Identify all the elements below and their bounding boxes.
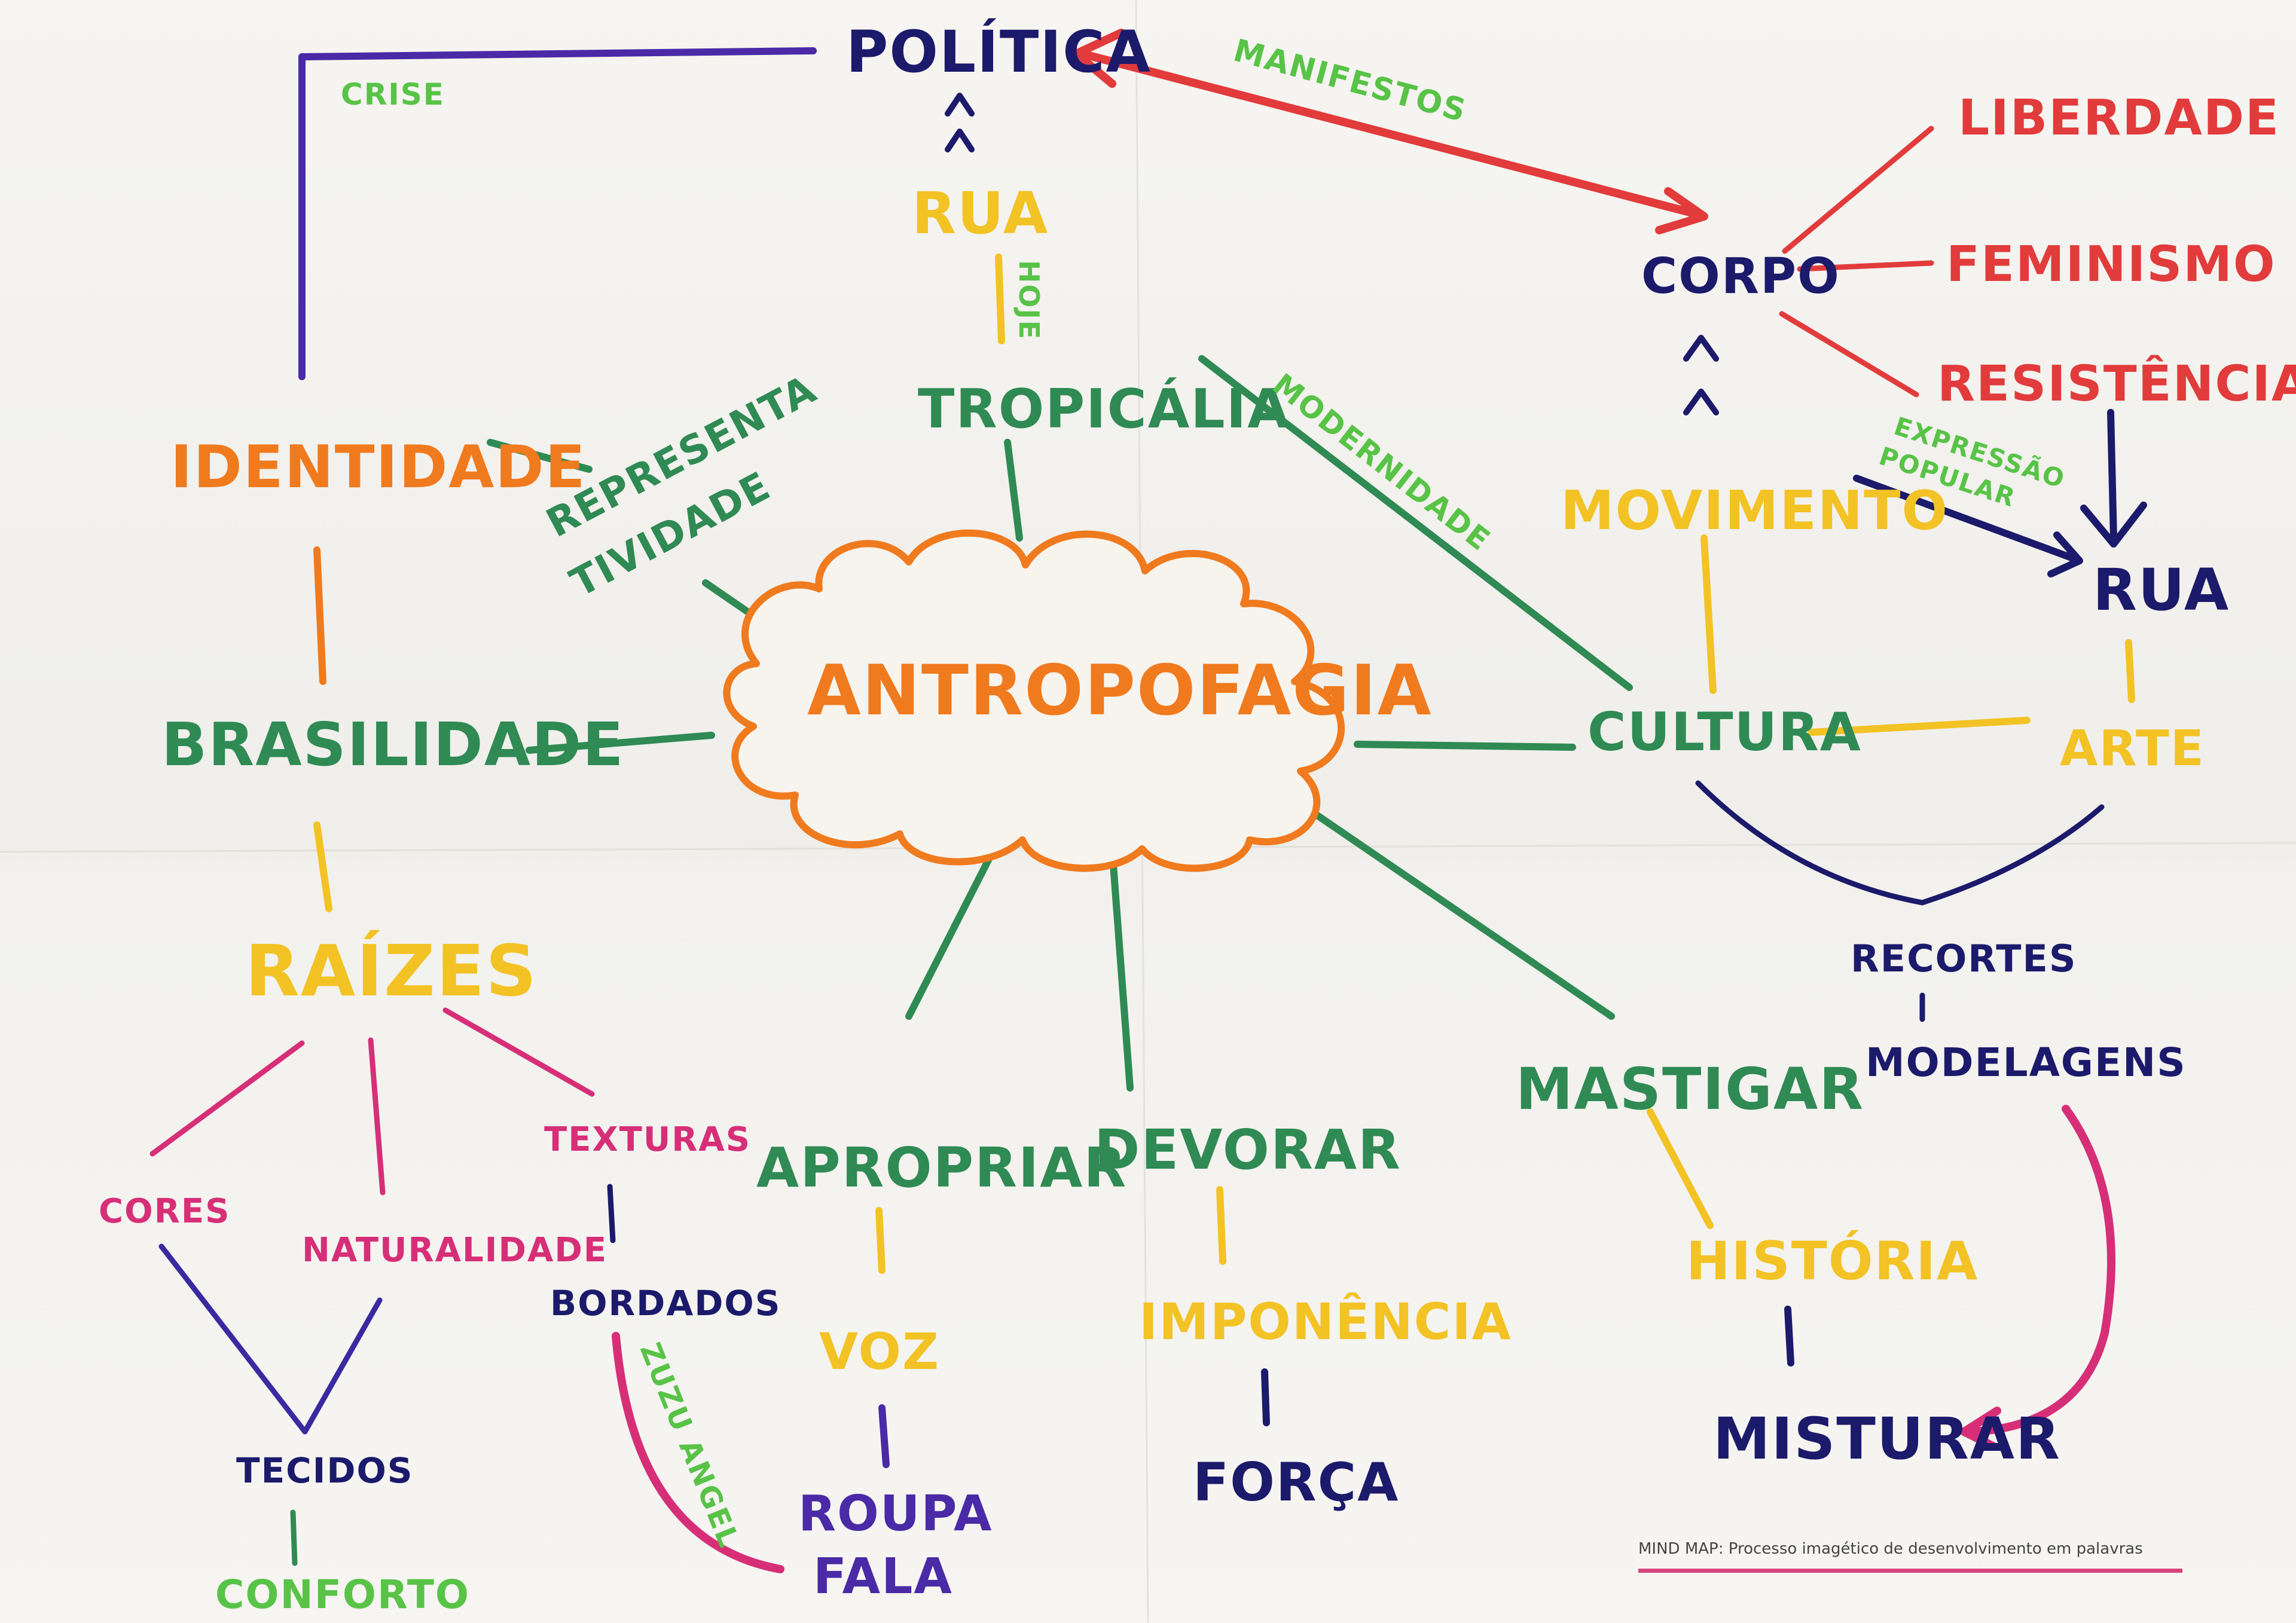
connector-cores-naturalidade-tecidos (158, 1243, 383, 1435)
label-manifestos: MANIFESTOS (1230, 33, 1470, 130)
connector-cultura-arte (1808, 717, 2031, 736)
node-texturas: TEXTURAS (544, 1120, 751, 1159)
node-identidade: IDENTIDADE (170, 433, 587, 502)
connector-antropofagia-cultura (1354, 741, 1576, 751)
connector-tropicalia-cultura (1198, 355, 1633, 691)
node-liberdade: LIBERDADE (1958, 90, 2280, 146)
node-antropofagia: ANTROPOFAGIA (807, 650, 1432, 731)
node-bordados: BORDADOS (550, 1283, 781, 1324)
figure-caption: MIND MAP: Processo imagético de desenvol… (1638, 1540, 2143, 1558)
connector-corpo-feminismo (1797, 260, 1934, 272)
node-voz: VOZ (819, 1322, 940, 1381)
connector-antropofagia-mastigar (1306, 806, 1615, 1020)
arrow-politica-corpo (1078, 50, 1705, 219)
node-movimento: MOVIMENTO (1561, 479, 1949, 542)
connector-identidade-brasilidade (313, 546, 326, 685)
node-naturalidade: NATURALIDADE (302, 1231, 607, 1270)
node-feminismo: FEMINISMO (1946, 236, 2276, 293)
node-recortes: RECORTES (1851, 937, 2077, 980)
node-rua-top: RUA (912, 180, 1049, 247)
node-mastigar: MASTIGAR (1516, 1056, 1864, 1123)
label-hoje: HOJE (1013, 260, 1045, 340)
connector-identidade-politica (298, 47, 817, 380)
node-tecidos: TECIDOS (236, 1450, 414, 1491)
node-resistencia: RESISTÊNCIA (1937, 355, 2296, 412)
connector-movimento-cultura (1700, 534, 1717, 694)
node-conforto: CONFORTO (215, 1572, 470, 1618)
node-apropriar: APROPRIAR (756, 1136, 1127, 1200)
connector-historia-misturar (1784, 1306, 1794, 1367)
connector-mastigar-historia (1647, 1108, 1714, 1229)
node-imponencia: IMPONÊNCIA (1139, 1292, 1512, 1351)
node-historia: HISTÓRIA (1686, 1230, 1979, 1292)
label-crise: CRISE (341, 77, 445, 112)
node-cultura: CULTURA (1587, 701, 1862, 763)
connector-apropriar-voz (875, 1207, 886, 1274)
connector-raizes-cores (149, 1040, 305, 1157)
connector-representatividade-antropofagia (702, 579, 757, 619)
node-modelagens: MODELAGENS (1866, 1040, 2187, 1086)
connector-bordados-roupa (612, 1332, 784, 1573)
node-arte: ARTE (2060, 720, 2205, 777)
arrow-resistencia-rua (2107, 409, 2117, 542)
connector-brasilidade-raizes (313, 821, 332, 912)
arrow-movimento-corpo (1683, 335, 1719, 415)
connector-tropicalia-antropofagia (1004, 439, 1023, 542)
connector-corpo-resistencia (1779, 311, 1919, 398)
connector-brasilidade-antropofagia (526, 732, 715, 754)
connector-cultura-arte-recortes (1695, 780, 2105, 906)
connector-raizes-naturalidade (368, 1037, 386, 1196)
connector-raizes-texturas (442, 1007, 595, 1097)
arrow-movimento-rua (1853, 475, 2078, 563)
node-raizes: RAÍZES (245, 930, 538, 1012)
connector-texturas-bordados (607, 1184, 616, 1243)
connector-devorar-imponencia (1216, 1186, 1226, 1265)
node-brasilidade: BRASILIDADE (161, 710, 625, 780)
antropofagia-cloud (723, 529, 1345, 872)
arrow-rua-politica (945, 93, 975, 152)
connector-tecidos-conforto (290, 1509, 298, 1566)
arrow-head-corpo (1655, 187, 1708, 234)
node-cores: CORES (99, 1192, 230, 1231)
connector-imponencia-forca (1261, 1368, 1270, 1426)
arrow-head-movimento-rua (2047, 531, 2083, 577)
node-misturar: MISTURAR (1713, 1405, 2061, 1472)
connector-identidade-representatividade (487, 439, 593, 473)
connector-rua-arte (2125, 639, 2135, 703)
arrow-head-rua (2080, 502, 2147, 548)
node-forca: FORÇA (1193, 1451, 1399, 1513)
connector-corpo-liberdade (1782, 126, 1934, 254)
node-politica: POLÍTICA (846, 18, 1152, 85)
caption-underline (1638, 1569, 2182, 1573)
node-rua-right: RUA (2093, 557, 2230, 623)
arrow-head-misturar (1960, 1407, 2001, 1451)
node-roupa: ROUPA (798, 1486, 993, 1542)
arrow-head-politica (1072, 29, 1125, 88)
connector-antropofagia-devorar (1109, 845, 1134, 1092)
connector-antropofagia-apropriar (905, 848, 996, 1020)
label-modernidade: MODERNIDADE (1266, 367, 1497, 558)
node-devorar: DEVORAR (1094, 1118, 1402, 1182)
node-tropicalia: TROPICÁLIA (918, 377, 1290, 441)
node-fala: FALA (813, 1548, 953, 1605)
connector-modelagens-misturar (1969, 1105, 2116, 1436)
connector-voz-roupa (878, 1404, 890, 1468)
node-corpo: CORPO (1641, 248, 1840, 305)
connector-rua-tropicalia (995, 253, 1005, 344)
